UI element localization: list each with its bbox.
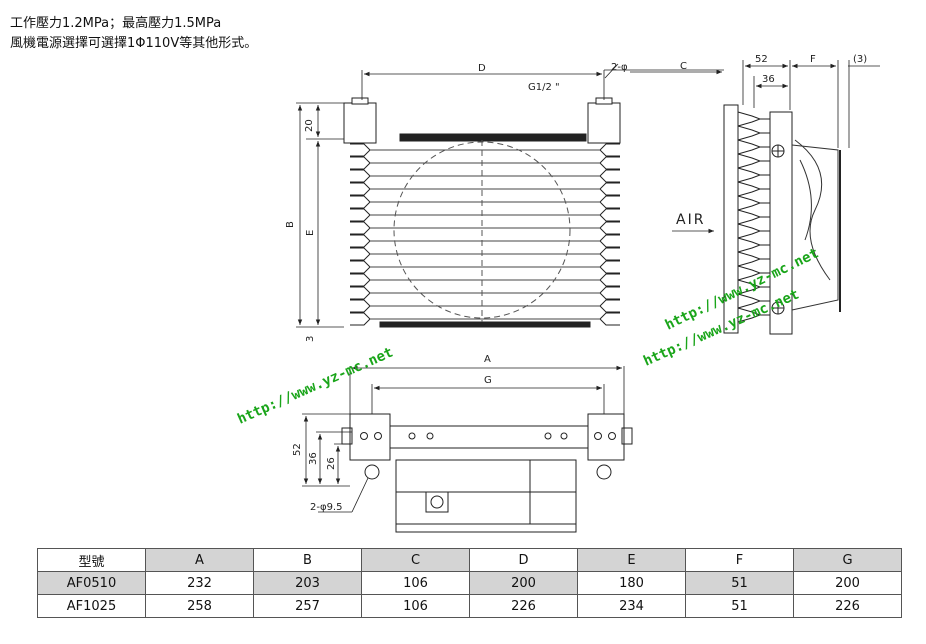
- spec-note-fan-power: 風機電源選擇可選擇1Φ110V等其他形式。: [10, 36, 258, 51]
- side-fin: [737, 181, 770, 197]
- table-cell: 200: [469, 571, 578, 595]
- side-fin: [737, 279, 770, 295]
- mount-hole-left: [364, 464, 380, 480]
- side-fin: [737, 237, 770, 253]
- side-dimensions: [672, 60, 880, 234]
- fan-housing: [769, 111, 793, 335]
- col-header-model: 型號: [37, 548, 146, 572]
- side-fin: [737, 167, 770, 183]
- dim-hole-top-label: 2-φ: [611, 62, 628, 73]
- side-fins: [737, 111, 770, 323]
- side-fin: [737, 265, 770, 281]
- table-cell: 106: [361, 571, 470, 595]
- dim-port-thread-label: G1/2 ": [528, 82, 560, 93]
- table-cell: 232: [145, 571, 254, 595]
- right-port: [587, 102, 621, 144]
- front-dimensions: [296, 63, 724, 328]
- side-fin: [737, 209, 770, 225]
- dim-3-label: 3: [305, 336, 316, 342]
- col-header-b: B: [253, 548, 362, 572]
- side-view: [723, 104, 841, 335]
- table-cell: 180: [577, 571, 686, 595]
- dim-52-label: 52: [292, 443, 303, 456]
- table-cell: 203: [253, 571, 362, 595]
- dim-a-label: A: [484, 354, 491, 365]
- col-header-c: C: [361, 548, 470, 572]
- dim-b-label: B: [285, 221, 296, 228]
- side-fin: [737, 307, 770, 323]
- mount-hole-right: [596, 464, 612, 480]
- top-header-bar: [399, 133, 587, 142]
- spec-note-pressure: 工作壓力1.2MPa；最高壓力1.5MPa: [10, 16, 222, 31]
- dim-d-label: D: [478, 63, 486, 74]
- side-fin: [737, 293, 770, 309]
- bottom-view: [341, 413, 633, 533]
- table-row: AF1025 258 257 106 226 234 51 226: [37, 594, 902, 618]
- col-header-d: D: [469, 548, 578, 572]
- dim-side-36-label: 36: [762, 74, 775, 85]
- side-fin: [737, 139, 770, 155]
- table-cell: 258: [145, 594, 254, 618]
- dim-36-label: 36: [308, 452, 319, 465]
- bottom-header-bar: [379, 321, 591, 328]
- bottom-dimensions: [302, 365, 625, 513]
- dim-e-label: E: [305, 230, 316, 236]
- dim-g-label: G: [484, 375, 492, 386]
- table-cell: 200: [793, 571, 902, 595]
- dim-20-label: 20: [304, 119, 315, 132]
- side-fin: [737, 195, 770, 211]
- table-row: AF0510 232 203 106 200 180 51 200: [37, 571, 902, 595]
- left-port: [343, 102, 377, 144]
- table-cell: 257: [253, 594, 362, 618]
- spec-table: 型號 A B C D E F G AF0510 232 203 106 200 …: [37, 548, 902, 618]
- dim-f-label: F: [810, 54, 816, 65]
- cooling-fins: [350, 143, 620, 326]
- table-cell: 226: [469, 594, 578, 618]
- airflow-label: AIR: [676, 212, 705, 228]
- side-fin: [737, 223, 770, 239]
- table-cell: 51: [685, 571, 794, 595]
- base-rail: [389, 425, 589, 449]
- technical-drawing: D G1/2 " 2-φ C 20 B E 3 52 36 F (3) AIR: [235, 54, 880, 533]
- dim-c-label: C: [680, 61, 687, 72]
- table-cell: AF0510: [37, 571, 146, 595]
- table-cell: 234: [577, 594, 686, 618]
- dim-hole-bottom-label: 2-φ9.5: [310, 502, 342, 513]
- dim-26-label: 26: [326, 457, 337, 470]
- side-fin: [737, 111, 770, 127]
- front-view: [343, 97, 621, 328]
- side-fin: [737, 125, 770, 141]
- table-cell: AF1025: [37, 594, 146, 618]
- col-header-e: E: [577, 548, 686, 572]
- side-fin: [737, 251, 770, 267]
- col-header-a: A: [145, 548, 254, 572]
- dim-side-3-label: (3): [853, 54, 867, 65]
- table-cell: 51: [685, 594, 794, 618]
- table-header-row: 型號 A B C D E F G: [37, 548, 902, 572]
- side-fin: [737, 153, 770, 169]
- table-cell: 226: [793, 594, 902, 618]
- table-cell: 106: [361, 594, 470, 618]
- dim-side-52-label: 52: [755, 54, 768, 65]
- col-header-f: F: [685, 548, 794, 572]
- col-header-g: G: [793, 548, 902, 572]
